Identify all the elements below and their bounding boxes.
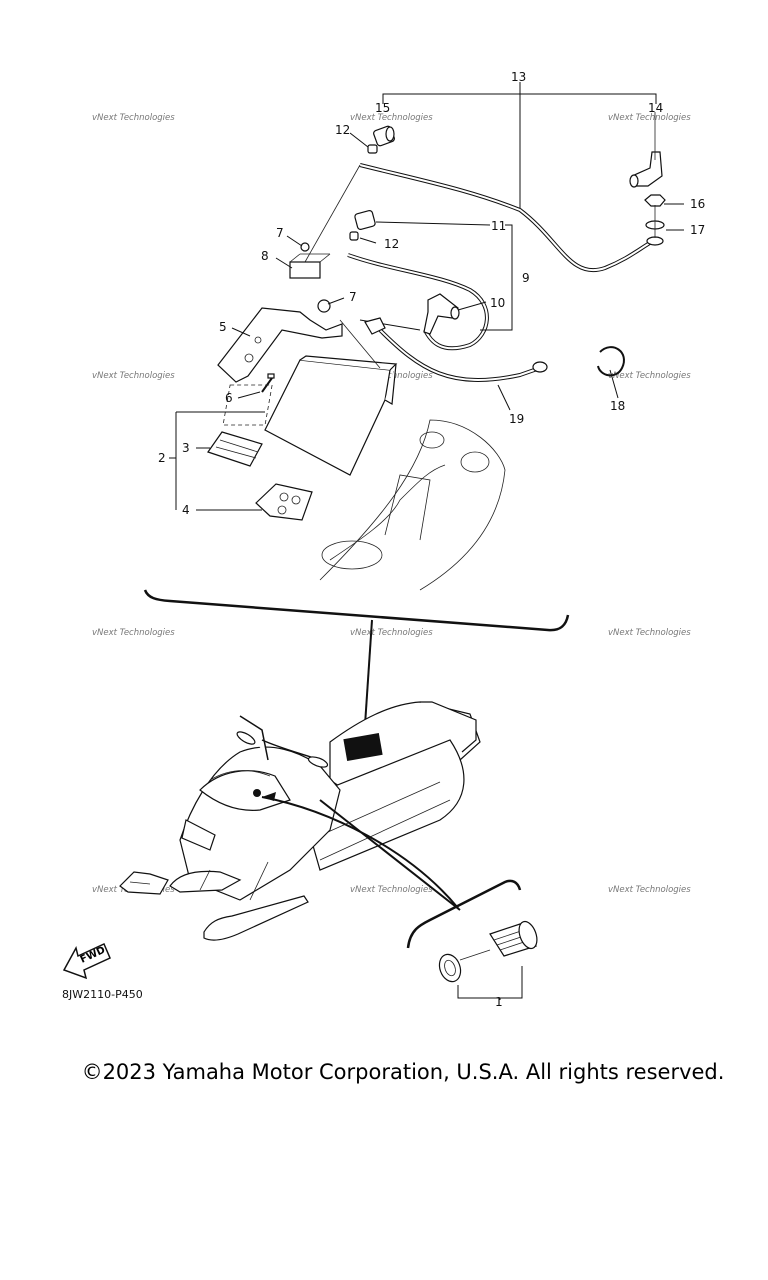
battery-location-marker xyxy=(343,733,383,761)
callout-6: 6 xyxy=(225,391,233,405)
watermark: vNext Technologies xyxy=(608,885,691,895)
parts-diagram: vNext Technologies vNext Technologies vN… xyxy=(62,70,705,1009)
fwd-arrow: FWD xyxy=(62,942,111,980)
callout-labels: 13 15 14 12 16 17 11 12 7 8 9 7 10 5 6 1… xyxy=(158,70,705,1009)
callout-7b: 7 xyxy=(349,290,357,304)
battery xyxy=(264,359,391,476)
accessory-socket xyxy=(438,920,538,1000)
bolt-7 xyxy=(300,242,310,252)
socket-nut xyxy=(438,953,462,983)
nut-12 xyxy=(367,144,378,154)
watermark: vNext Technologies xyxy=(350,628,433,638)
callout-11: 11 xyxy=(491,219,506,233)
arrow-to-socket xyxy=(261,796,459,909)
callout-15: 15 xyxy=(375,101,390,115)
terminal-cover-10 xyxy=(423,293,459,335)
watermark: vNext Technologies xyxy=(92,371,175,381)
callout-7: 7 xyxy=(276,226,284,240)
clip-18 xyxy=(597,346,625,377)
watermark: vNext Technologies xyxy=(350,371,433,381)
callout-17: 17 xyxy=(690,223,705,237)
watermark: vNext Technologies xyxy=(92,113,175,123)
accessory-socket-location xyxy=(253,789,261,797)
callout-1: 1 xyxy=(495,995,503,1009)
nut-16 xyxy=(644,194,666,207)
callout-19: 19 xyxy=(509,412,524,426)
callout-10: 10 xyxy=(490,296,505,310)
watermark: vNext Technologies xyxy=(608,371,691,381)
hardware-kit-4 xyxy=(255,483,313,521)
detail-bracket-top xyxy=(143,589,570,632)
copyright-notice: ©2023 Yamaha Motor Corporation, U.S.A. A… xyxy=(81,1060,725,1084)
callout-8: 8 xyxy=(261,249,269,263)
callout-14: 14 xyxy=(648,101,663,115)
snowmobile-illustration xyxy=(119,701,481,941)
callout-18: 18 xyxy=(610,399,625,413)
callout-12b: 12 xyxy=(384,237,399,251)
diagram-code: 8JW2110-P450 xyxy=(62,988,143,1001)
battery-assembly xyxy=(169,82,684,591)
ring-terminal xyxy=(532,361,548,373)
watermark: vNext Technologies xyxy=(350,113,433,123)
callout-4: 4 xyxy=(182,503,190,517)
left-ski xyxy=(203,895,309,941)
callout-9: 9 xyxy=(522,271,530,285)
watermark: vNext Technologies xyxy=(350,885,433,895)
callout-12: 12 xyxy=(335,123,350,137)
callout-16: 16 xyxy=(690,197,705,211)
bolt-7b xyxy=(317,299,331,313)
terminal-cover-11 xyxy=(354,210,376,230)
callout-13: 13 xyxy=(511,70,526,84)
watermark: vNext Technologies xyxy=(608,113,691,123)
battery-label-3 xyxy=(207,431,263,467)
nut-12b xyxy=(349,231,359,241)
seat-outline xyxy=(319,419,506,591)
watermark: vNext Technologies xyxy=(608,628,691,638)
callout-3: 3 xyxy=(182,441,190,455)
relay-8 xyxy=(289,261,321,279)
watermark: vNext Technologies xyxy=(92,628,175,638)
detail-bracket-bottom xyxy=(406,879,522,949)
callout-5: 5 xyxy=(219,320,227,334)
callout-2: 2 xyxy=(158,451,166,465)
bracket-5 xyxy=(217,307,343,383)
positive-cable xyxy=(359,163,656,272)
